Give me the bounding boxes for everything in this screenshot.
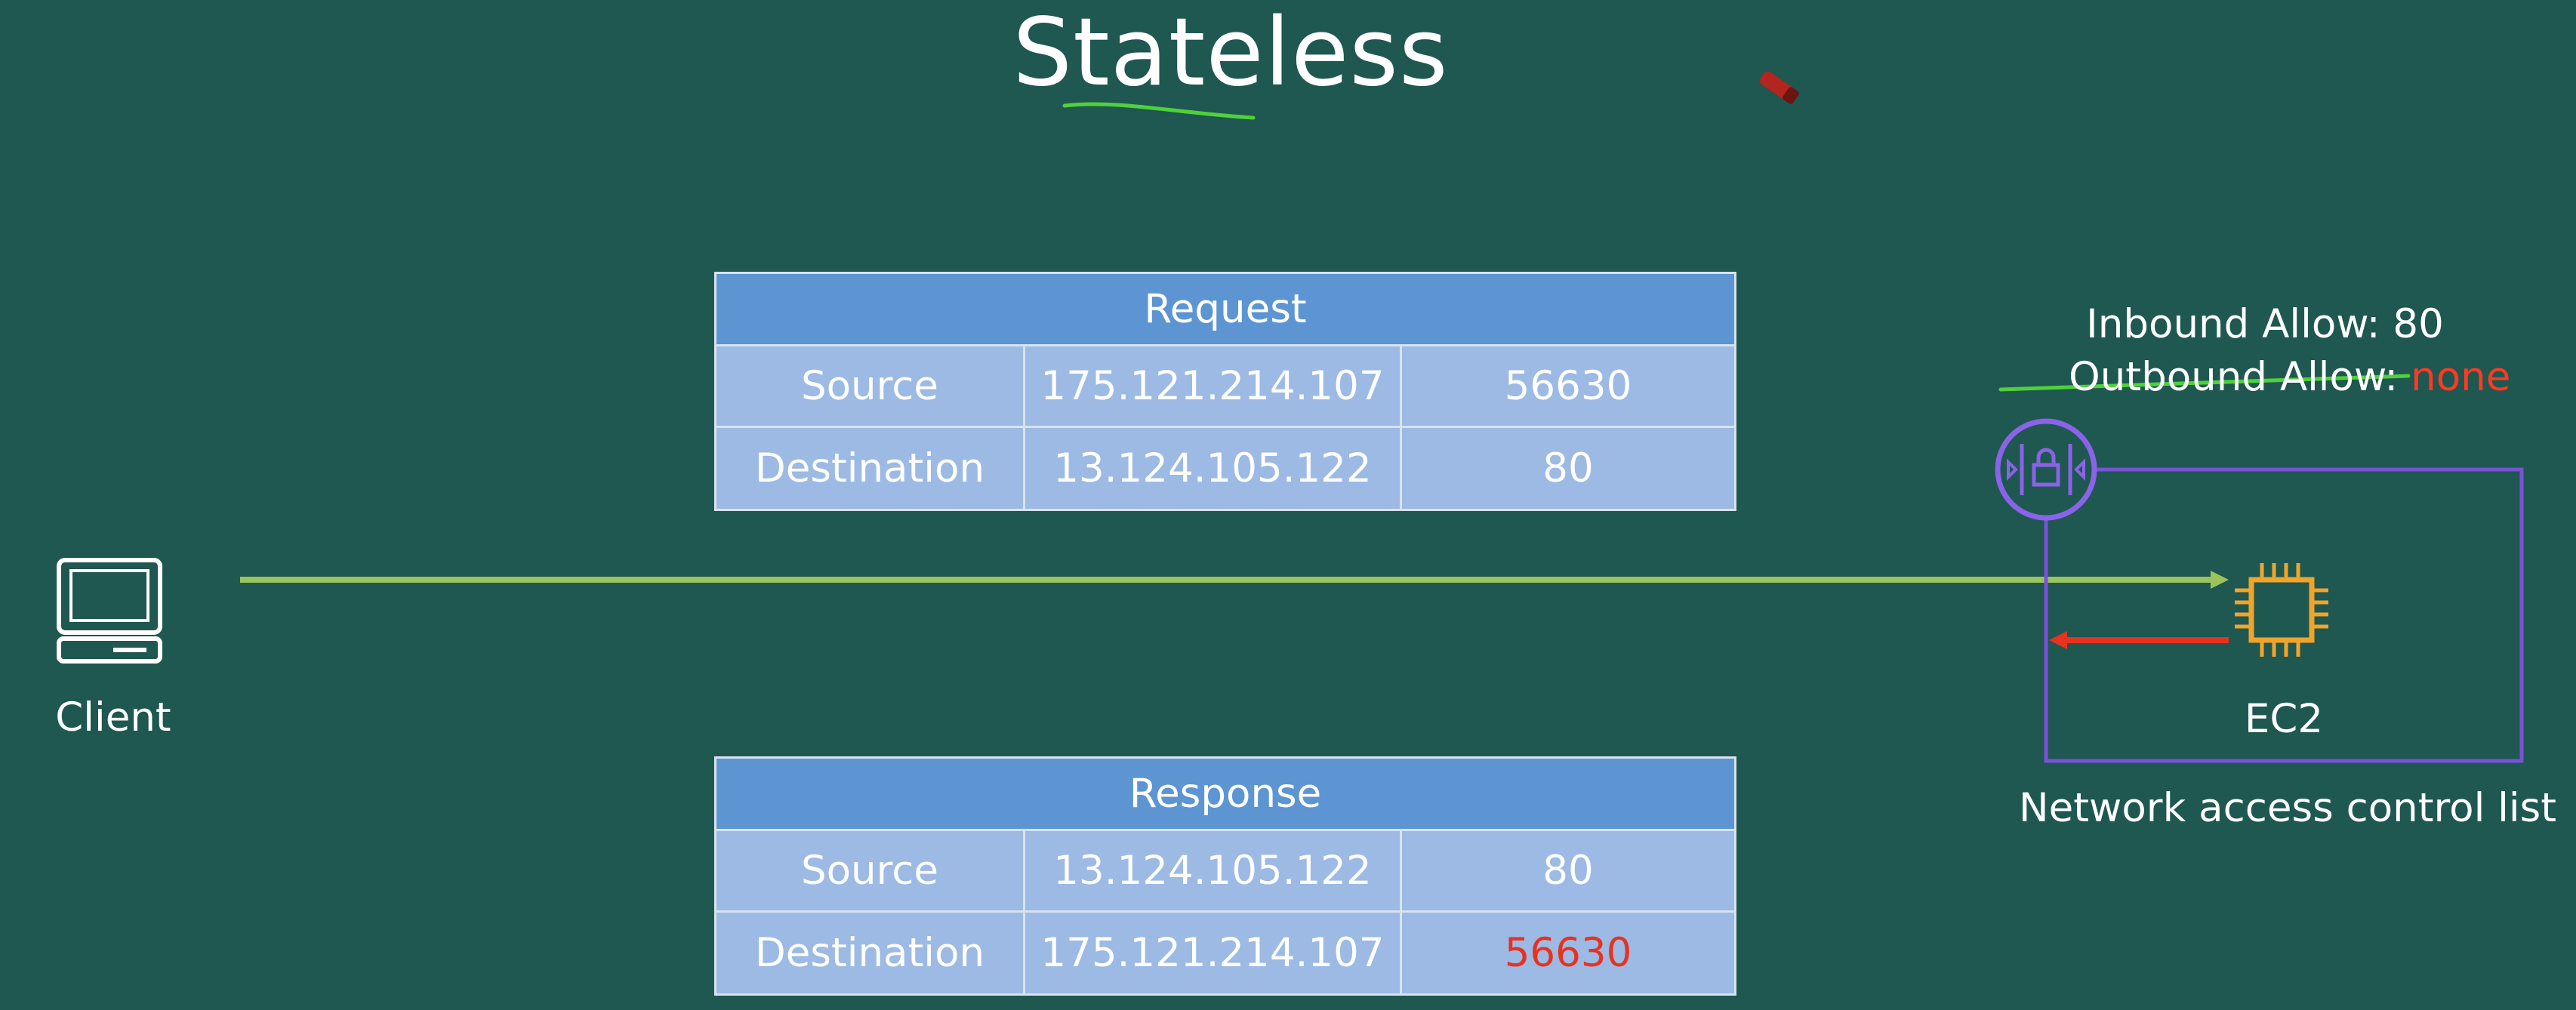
table-row: Destination 175.121.214.107 56630 xyxy=(714,910,1736,996)
request-source-ip: 175.121.214.107 xyxy=(1023,344,1402,428)
request-table: Request Source 175.121.214.107 56630 Des… xyxy=(714,272,1736,511)
response-table: Response Source 13.124.105.122 80 Destin… xyxy=(714,756,1736,996)
request-source-port: 56630 xyxy=(1400,344,1736,428)
outbound-rule-value: none xyxy=(2411,354,2511,400)
request-header: Request xyxy=(714,272,1736,346)
nacl-lock-icon xyxy=(1995,418,2097,521)
outbound-rule-label: Outbound Allow: xyxy=(2069,354,2411,400)
ec2-label: EC2 xyxy=(2244,696,2324,742)
laptop-icon xyxy=(57,558,162,664)
table-row: Destination 13.124.105.122 80 xyxy=(714,426,1736,511)
table-row: Source 13.124.105.122 80 xyxy=(714,829,1736,913)
title-underline xyxy=(1062,102,1256,120)
page-title: Stateless xyxy=(1012,0,1449,107)
blocked-response-arrow-head xyxy=(2049,631,2067,649)
response-source-label: Source xyxy=(714,829,1025,913)
outbound-rule: Outbound Allow: none xyxy=(2069,353,2567,402)
request-destination-port: 80 xyxy=(1400,426,1736,511)
nacl-label: Network access control list xyxy=(2019,785,2556,831)
client-label: Client xyxy=(55,694,171,741)
request-destination-label: Destination xyxy=(714,426,1025,511)
nacl-boundary xyxy=(2044,467,2524,763)
table-row: Source 175.121.214.107 56630 xyxy=(714,344,1736,428)
response-source-port: 80 xyxy=(1400,829,1736,913)
response-destination-ip: 175.121.214.107 xyxy=(1023,910,1402,996)
inbound-rule: Inbound Allow: 80 xyxy=(2086,301,2444,347)
response-source-ip: 13.124.105.122 xyxy=(1023,829,1402,913)
outbound-strikethrough xyxy=(1998,374,2411,392)
chip-icon xyxy=(2235,563,2328,657)
request-arrow-head xyxy=(2211,571,2229,589)
request-destination-ip: 13.124.105.122 xyxy=(1023,426,1402,511)
pen-cursor-icon xyxy=(1759,71,1799,104)
response-destination-port: 56630 xyxy=(1400,910,1736,996)
request-source-label: Source xyxy=(714,344,1025,428)
response-header: Response xyxy=(714,756,1736,831)
response-destination-label: Destination xyxy=(714,910,1025,996)
